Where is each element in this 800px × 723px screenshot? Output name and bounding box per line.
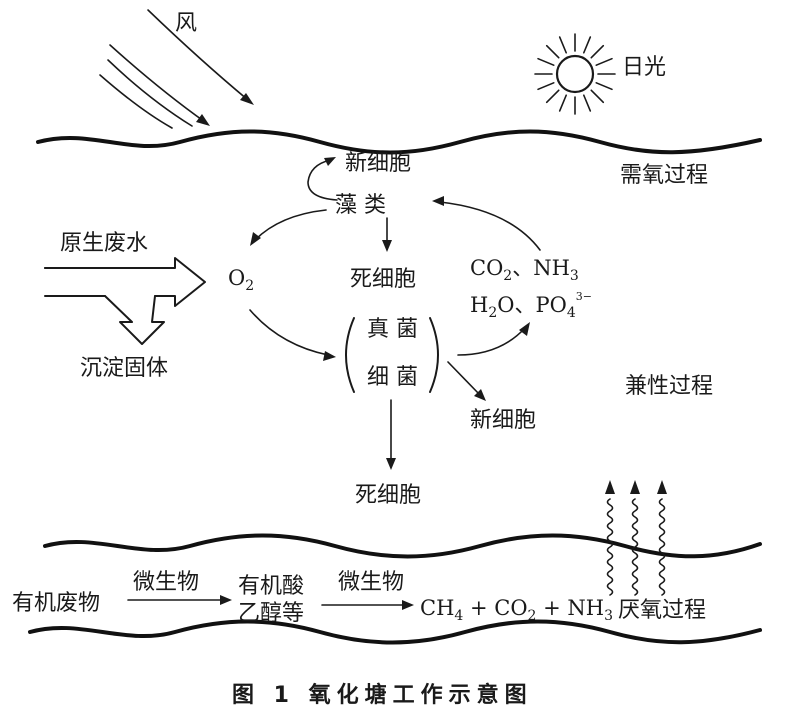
co2-nh3-formula: CO2、NH3 — [470, 256, 579, 284]
svg-text:CH4 + CO2 + NH3: CH4 + CO2 + NH3 — [420, 596, 613, 624]
settled-solids-label: 沉淀固体 — [80, 356, 168, 381]
organic-waste-label: 有机废物 — [12, 591, 100, 616]
new-cells-top-label: 新细胞 — [345, 151, 411, 176]
wind-label: 风 — [175, 11, 197, 36]
svg-text:CO2、NH3: CO2、NH3 — [470, 256, 579, 284]
anaerobic-process-label: 厌氧过程 — [618, 598, 706, 623]
bacteria-to-new-cells-arrow — [447, 361, 481, 396]
organic-acids-label: 有机酸 — [238, 574, 304, 599]
sun-ray — [537, 82, 555, 91]
sun-icon — [534, 33, 616, 115]
svg-text:H2O、PO43−: H2O、PO43− — [470, 290, 592, 321]
microbes-1-label: 微生物 — [133, 570, 199, 595]
gas-arrow-head — [630, 480, 640, 494]
oxygen-formula: O2 — [228, 266, 254, 294]
bacteria-to-nutrients-arrow — [457, 327, 526, 356]
sun-ray — [545, 44, 560, 59]
gas-products-formula: CH4 + CO2 + NH3 — [420, 596, 613, 624]
gas-bubble-arrow — [631, 498, 639, 596]
left-paren — [345, 317, 355, 393]
gas-bubble-arrow — [658, 498, 666, 596]
svg-text:O2: O2 — [228, 266, 254, 294]
raw-wastewater-label: 原生废水 — [60, 231, 148, 256]
dead-cells-bottom-label: 死细胞 — [355, 483, 421, 508]
fungi-label: 真 菌 — [367, 317, 418, 342]
dead-cells-mid-label: 死细胞 — [350, 267, 416, 292]
sun-ray — [537, 57, 555, 66]
pond-bottom-line — [28, 619, 762, 645]
alcohols-label: 乙醇等 — [238, 601, 304, 626]
new-cells-right-label: 新细胞 — [470, 408, 536, 433]
nutrients-to-algae-arrow — [439, 201, 541, 251]
microbes-2-label: 微生物 — [338, 570, 404, 595]
sun-ray — [595, 82, 613, 91]
h2o-po4-formula: H2O、PO43− — [470, 290, 592, 321]
right-paren — [429, 317, 439, 393]
gas-arrow-head — [605, 480, 615, 494]
water-surface-line — [36, 129, 762, 155]
figure-caption: 图 1 氧化塘工作示意图 — [232, 682, 533, 708]
sun-ray — [590, 44, 605, 59]
sun-ray — [583, 36, 592, 54]
algae-label: 藻 类 — [335, 193, 386, 218]
gas-bubble-arrow — [606, 498, 614, 596]
anaerobic-layer-top-line — [43, 533, 762, 559]
gas-arrow-head — [657, 480, 667, 494]
sun-ray — [558, 94, 567, 112]
sunlight-label: 日光 — [622, 55, 666, 80]
bacteria-label: 细 菌 — [367, 365, 418, 390]
sun-ray — [583, 94, 592, 112]
algae-to-oxygen-arrow — [254, 209, 327, 241]
sun-ray — [595, 57, 613, 66]
aerobic-process-label: 需氧过程 — [620, 163, 708, 188]
sun-ray — [558, 36, 567, 54]
facultative-process-label: 兼性过程 — [625, 374, 713, 399]
sun-ray — [590, 89, 605, 104]
oxygen-to-bacteria-arrow — [249, 309, 329, 356]
sun-ray — [545, 89, 560, 104]
wind-arrows — [99, 9, 254, 129]
algae-reproduction-arrow — [307, 159, 338, 201]
gas-release-arrows — [605, 480, 667, 596]
inflow-arrow — [44, 257, 206, 345]
